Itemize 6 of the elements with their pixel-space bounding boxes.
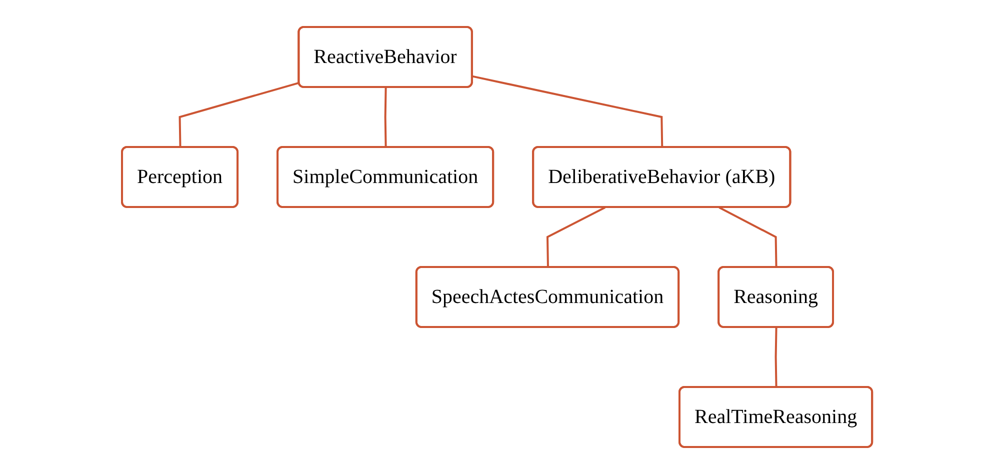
connector [546,206,606,268]
connector [179,82,300,148]
connector [719,206,778,268]
connector [472,75,664,148]
connector [384,87,388,148]
connector [775,327,778,388]
